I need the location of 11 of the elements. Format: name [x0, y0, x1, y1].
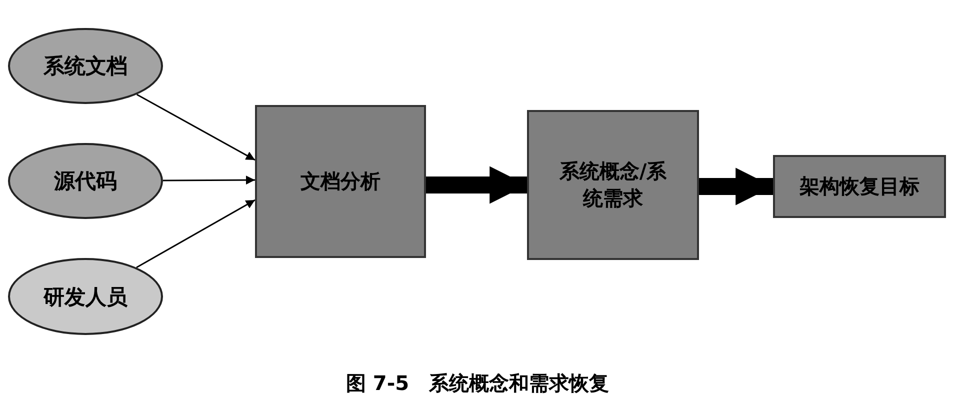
process-box: 文档分析 — [255, 105, 426, 258]
arrow — [136, 94, 256, 161]
process-box: 系统概念/系统需求 — [527, 110, 699, 260]
ellipse-node: 研发人员 — [8, 258, 163, 335]
figure-caption: 图 7-5 系统概念和需求恢复 — [344, 370, 610, 397]
block-arrow — [426, 166, 527, 204]
arrow — [162, 176, 255, 185]
ellipse-node: 系统文档 — [8, 28, 163, 104]
arrow — [136, 199, 256, 268]
ellipse-node: 源代码 — [8, 143, 163, 219]
process-box: 架构恢复目标 — [773, 155, 946, 218]
